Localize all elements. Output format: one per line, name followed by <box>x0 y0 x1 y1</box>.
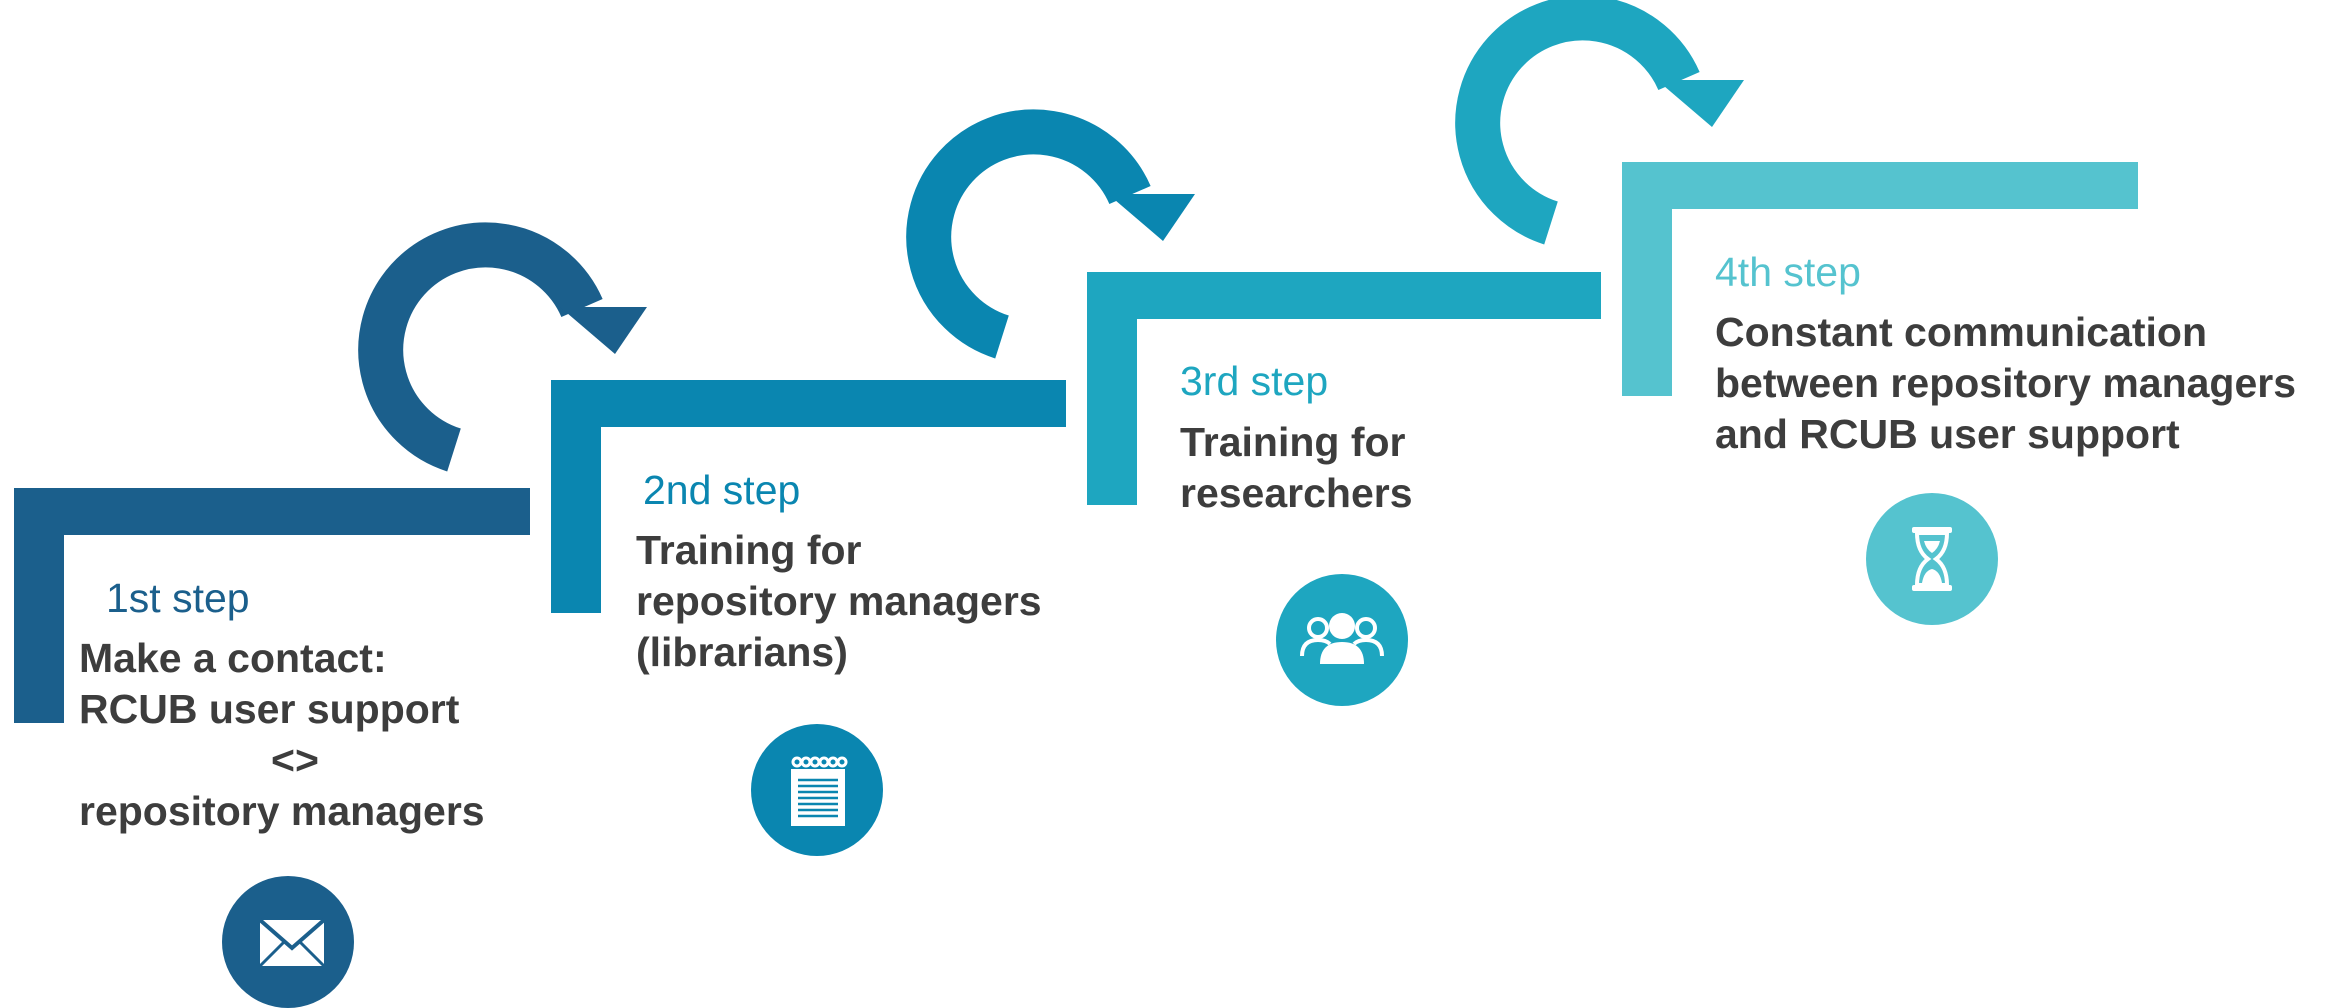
people-group-icon <box>1300 613 1384 664</box>
step-1-bracket-top <box>14 488 530 535</box>
step-1-icon-badge <box>222 876 354 1008</box>
step-2-line-2: repository managers <box>636 578 1042 624</box>
step-3-line-1: Training for <box>1180 419 1406 465</box>
step-3-bracket-top <box>1087 272 1601 319</box>
step-1-line-3: <> <box>271 737 319 783</box>
step-2-label: 2nd step <box>643 467 801 513</box>
step-1-curved-arrow <box>358 222 647 472</box>
step-4-line-1: Constant communication <box>1715 309 2208 355</box>
hourglass-icon <box>1912 527 1952 591</box>
step-4-line-3: and RCUB user support <box>1715 411 2180 457</box>
step-1-line-2: RCUB user support <box>79 686 460 732</box>
step-3-bracket-side <box>1087 272 1137 505</box>
step-2-bracket-side <box>551 380 601 613</box>
step-1-bracket-side <box>14 488 64 723</box>
step-3-icon-badge <box>1276 574 1408 706</box>
step-1-line-4: repository managers <box>79 788 485 834</box>
step-4-icon-badge <box>1866 493 1998 625</box>
step-3-line-2: researchers <box>1180 470 1413 516</box>
step-2-line-3: (librarians) <box>636 629 848 675</box>
step-1-label: 1st step <box>106 575 250 621</box>
step-3-label: 3rd step <box>1180 358 1329 404</box>
step-2-line-1: Training for <box>636 527 862 573</box>
step-4-line-2: between repository managers <box>1715 360 2297 406</box>
step-4-bracket-side <box>1622 162 1672 396</box>
step-3-curved-arrow <box>1455 0 1744 245</box>
notepad-icon <box>791 756 848 826</box>
step-1-description: Make a contact: RCUB user support <> rep… <box>79 633 509 837</box>
step-4-bracket-top <box>1622 162 2138 209</box>
step-2-description: Training for repository managers (librar… <box>636 525 1042 678</box>
step-2-bracket-top <box>551 380 1066 427</box>
step-2-curved-arrow <box>906 109 1195 359</box>
step-4-label: 4th step <box>1715 249 1861 295</box>
step-1-line-1: Make a contact: <box>79 635 387 681</box>
step-2-icon-badge <box>751 724 883 856</box>
envelope-icon <box>258 918 326 968</box>
step-4-description: Constant communication between repositor… <box>1715 307 2296 460</box>
step-3-description: Training for researchers <box>1180 417 1413 519</box>
